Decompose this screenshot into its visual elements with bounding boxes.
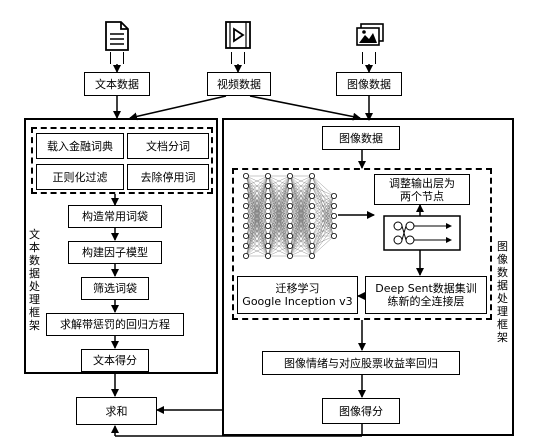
deepsent-training-box: Deep Sent数据集训 练新的全连接层	[365, 276, 487, 314]
transfer-learning-box: 迁移学习 Google Inception v3	[237, 276, 358, 314]
document-icon	[105, 21, 129, 51]
filter-word-bag-box: 筛选词袋	[81, 277, 149, 300]
transfer-learning-line-2: Google Inception v3	[242, 295, 353, 308]
penalized-regression-box: 求解带惩罚的回归方程	[46, 313, 184, 336]
text-frame-label: 文本数据处理框架	[29, 228, 40, 332]
transfer-learning-line-1: 迁移学习	[275, 282, 320, 295]
adjust-output-layer-box: 调整输出层为 两个节点	[374, 174, 470, 205]
document-segmentation-box: 文档分词	[127, 133, 209, 159]
video-icon-stem	[231, 52, 245, 64]
video-file-icon	[225, 21, 251, 49]
image-icon-stem	[362, 52, 376, 64]
build-word-bag-box: 构造常用词袋	[68, 205, 162, 228]
regex-filter-box: 正则化过滤	[36, 164, 124, 190]
deepsent-line-2: 练新的全连接层	[387, 295, 465, 308]
image-gallery-icon	[356, 23, 384, 46]
arrow-video-to-image-frame	[249, 95, 361, 121]
document-icon-stem	[110, 52, 124, 64]
text-data-box: 文本数据	[84, 72, 150, 96]
deepsent-line-1: Deep Sent数据集训	[375, 282, 477, 295]
video-data-box: 视频数据	[207, 72, 271, 96]
stopword-removal-box: 去除停用词	[127, 164, 209, 190]
image-frame-label: 图像数据处理框架	[497, 240, 508, 344]
load-financial-dictionary-box: 载入金融词典	[36, 133, 124, 159]
factor-model-box: 构建因子模型	[68, 241, 162, 264]
image-score-box: 图像得分	[322, 398, 400, 424]
image-data-input-box: 图像数据	[322, 126, 400, 150]
image-data-box: 图像数据	[336, 72, 402, 96]
sum-box: 求和	[76, 397, 157, 425]
text-processing-frame	[24, 118, 218, 374]
neural-network-illustration	[242, 172, 337, 259]
arrow-video-to-text-frame	[129, 95, 227, 121]
text-score-box: 文本得分	[81, 349, 149, 372]
adjust-output-line-1: 调整输出层为	[389, 176, 455, 190]
adjust-output-line-2: 两个节点	[400, 189, 444, 203]
sentiment-return-regression-box: 图像情绪与对应股票收益率回归	[262, 351, 460, 375]
text-preprocess-group	[31, 127, 213, 194]
image-processing-frame	[222, 118, 514, 436]
new-layer-diagram	[383, 215, 461, 251]
transfer-learning-group	[232, 168, 492, 320]
